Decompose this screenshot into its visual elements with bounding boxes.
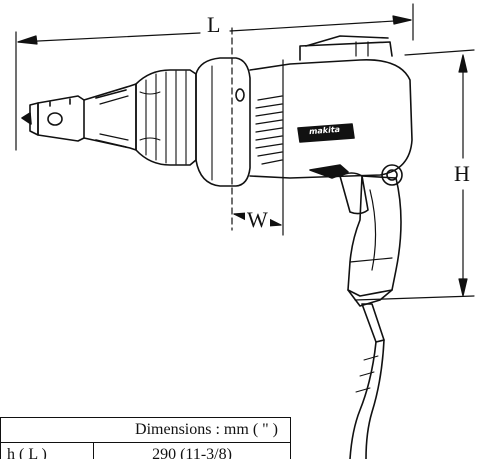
dimensions-table: Dimensions : mm ( " ) h ( L ) 290 (11-3/…: [0, 417, 291, 459]
table-cell-value: 290 (11-3/8): [93, 442, 291, 459]
height-label: H: [452, 161, 472, 186]
dimension-lines: [15, 3, 475, 301]
tool-outline: [21, 35, 413, 459]
length-label: L: [205, 12, 223, 37]
table-row: h ( L ) 290 (11-3/8): [0, 442, 291, 459]
table-header: Dimensions : mm ( " ): [0, 417, 291, 443]
table-cell-label: h ( L ): [0, 442, 94, 459]
width-label: W: [245, 207, 270, 232]
table-header-row: Dimensions : mm ( " ): [0, 417, 291, 443]
